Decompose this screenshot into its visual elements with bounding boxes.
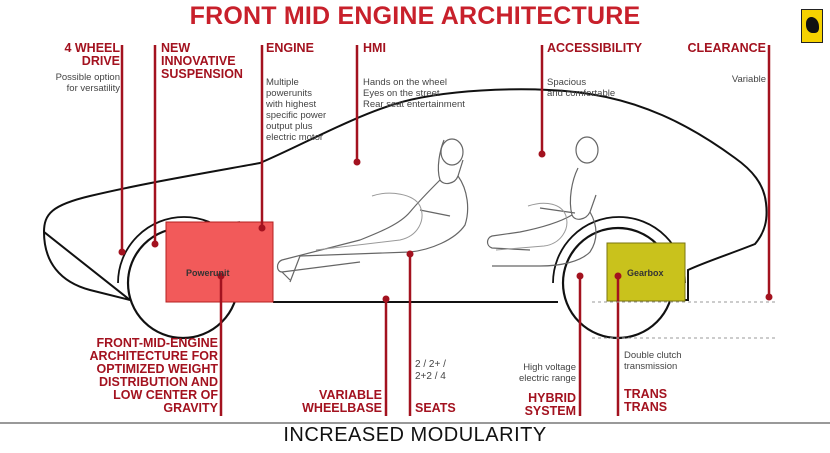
engine-desc: Multiple powerunits with highest specifi… — [266, 77, 327, 143]
powerunit-label: Powerunit — [186, 268, 230, 278]
label-hmi: HMI Hands on the wheel Eyes on the stree… — [363, 41, 503, 111]
transmission-heading: TRANS TRANS — [624, 387, 668, 414]
architecture-heading: FRONT-MID-ENGINE ARCHITECTURE FOR OPTIMI… — [89, 336, 218, 415]
gearbox-block — [606, 242, 686, 302]
car-body-outline — [42, 88, 768, 303]
label-suspension: NEW INNOVATIVE SUSPENSION — [161, 42, 261, 81]
label-wheelbase: VARIABLE WHEELBASE — [300, 389, 382, 415]
bottom-leader-lines — [219, 254, 620, 416]
clearance-heading: CLEARANCE — [687, 41, 766, 55]
top-leader-lines — [120, 45, 771, 297]
hybrid-desc: High voltage electric range — [518, 362, 576, 384]
label-four-wheel-drive: 4 WHEEL DRIVE Possible option for versat… — [50, 41, 120, 95]
ferrari-logo — [801, 9, 823, 43]
four-wheel-drive-heading: 4 WHEEL DRIVE — [64, 41, 120, 68]
hmi-desc: Hands on the wheel Eyes on the street Re… — [363, 77, 465, 110]
transmission-desc: Double clutch transmission — [624, 350, 682, 372]
clearance-desc: Variable — [731, 74, 766, 85]
engine-heading: ENGINE — [266, 41, 314, 55]
front-seat — [315, 192, 423, 251]
four-wheel-drive-desc: Possible option for versatility — [55, 72, 120, 94]
top-leader-dots — [118, 150, 773, 301]
rear-seat — [495, 202, 568, 251]
bottom-leader-dots — [217, 250, 622, 303]
seats-desc: 2 / 2+ / 2+2 / 4 — [415, 359, 446, 382]
driver-figure — [276, 139, 469, 283]
driver-head — [440, 138, 464, 166]
hybrid-heading: HYBRID SYSTEM — [524, 391, 576, 418]
label-clearance: CLEARANCE Variable — [686, 41, 766, 86]
suspension-heading: NEW INNOVATIVE SUSPENSION — [161, 41, 243, 81]
hmi-heading: HMI — [363, 41, 386, 55]
label-accessibility: ACCESSIBILITY Spacious and comfortable — [547, 41, 657, 100]
label-seats: 2 / 2+ / 2+2 / 4 SEATS — [415, 359, 475, 415]
label-hybrid: High voltage electric range HYBRID SYSTE… — [496, 362, 576, 418]
label-engine: ENGINE Multiple powerunits with highest … — [266, 41, 356, 144]
accessibility-desc: Spacious and comfortable — [547, 77, 616, 99]
seats-heading: SEATS — [415, 401, 456, 415]
label-transmission: Double clutch transmission TRANS TRANS — [624, 350, 714, 414]
accessibility-heading: ACCESSIBILITY — [547, 41, 643, 55]
gearbox-label: Gearbox — [627, 268, 664, 278]
page-title: FRONT MID ENGINE ARCHITECTURE — [189, 2, 641, 30]
footer-text: INCREASED MODULARITY — [283, 424, 547, 446]
label-architecture: FRONT-MID-ENGINE ARCHITECTURE FOR OPTIMI… — [80, 337, 218, 415]
prancing-horse-icon — [806, 17, 819, 33]
rear-passenger-head — [575, 136, 599, 164]
clearance-lines — [592, 301, 775, 339]
wheelbase-heading: VARIABLE WHEELBASE — [302, 388, 382, 415]
rear-passenger-figure — [486, 167, 597, 267]
powerunit-block — [165, 221, 274, 303]
